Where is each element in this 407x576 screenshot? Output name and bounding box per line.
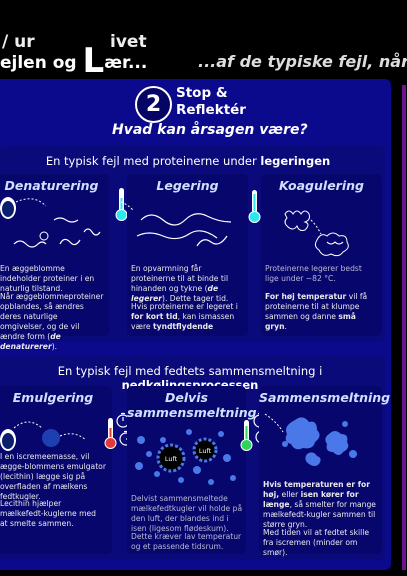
card-koagulering: Koagulering Proteinerne legerer bedst li… [261,174,382,336]
thermometer-cyan-icon [115,188,128,221]
card-title: Legering [156,178,219,193]
text-part: ). Dette tager tid. [161,294,229,303]
section1-heading: En typisk fejl med proteinerne under leg… [8,154,368,168]
card-text-2: Når æggeblommeproteiner opblandes, så æn… [0,292,104,352]
thermometer-green-icon [240,420,253,451]
tagline: ...af de typiske fejl, når d [198,52,407,71]
title-line1-right: ivet [110,32,147,52]
air-label: Luft [165,455,178,463]
card-text-2: Lecithin hjælper mælkefedt-kuglerne med … [0,499,97,528]
text-bold: Hvis temperaturen er for høj, [263,480,371,499]
card-text-1: En æggeblomme indeholder proteiner i en … [0,264,95,293]
text-part: , kan ismassen være [131,312,235,331]
section2-heading-text: En typisk fejl med fedtets sammensmeltni… [57,364,323,378]
text-part: , så smelter for mange mælkefedt-kugler … [263,500,376,529]
step-number: 2 [145,92,162,117]
section1-heading-text: En typisk fejl med proteinerne under [45,154,261,168]
title-big-letter: L [82,41,105,81]
card-text-1: Delvist sammensmeltede mælkefedtkugler v… [131,494,243,533]
text-part: En opvarmning får proteinerne til at bin… [131,264,229,293]
air-label: Luft [199,447,212,455]
card-title: Delvis sammensmeltning [127,390,257,420]
card-text-2: Dette kræver lav temperatur og et passen… [131,532,242,551]
step-title-line1: Stop & [176,85,228,101]
text-bold: isen kører for længe [263,490,359,509]
text-emphasis: de legerer [131,284,219,303]
step-subtitle: Hvad kan årsagen være? [112,122,308,138]
card-text-2: Hvis proteinerne er legeret i for kort t… [131,302,245,332]
thermometer-red-icon [104,418,117,449]
card-text-1: I en iscremeemasse, vil ægge-blommens em… [0,452,106,501]
card-sammensmeltning: Sammensmeltning Hvis temperaturen er for… [259,386,391,557]
card-title-line2: sammensmeltning [127,405,257,420]
fat-globules-illustration: Luft Luft [135,429,236,485]
card-denaturering: Denaturering En æggeblomme indeholder pr… [0,174,109,351]
title-line2-text: ejlen og [0,53,77,73]
card-title-line1: Delvis [164,390,208,405]
card-emulgering: Emulgering I en iscremeemasse, vil ægge-… [0,386,112,554]
clump-illustration [284,210,349,257]
card-text-1: Proteinerne legerer bedst lige under ~82… [265,264,362,283]
step-number-badge: 2 [135,86,172,123]
card-text-1: Hvis temperaturen er for høj, eller isen… [263,480,379,530]
protein-illustration [0,197,101,248]
side-strip [402,85,406,570]
card-text-1: En opvarmning får proteinerne til at bin… [131,264,245,304]
card-title: Sammensmeltning [259,390,391,405]
text-part: Når æggeblommeproteiner opblandes, så æn… [0,292,104,341]
text-part: eller [279,490,301,499]
protein-chains-illustration [120,201,232,247]
card-text-2: Med tiden vil at fedtet skille fra iscre… [263,528,369,557]
text-bold: For høj temperatur [265,292,347,301]
card-title: Koagulering [279,178,364,193]
card-text-2: For høj temperatur vil få proteinerne ti… [265,292,377,332]
thermometer-cyan-icon [248,190,261,223]
card-title: Emulgering [12,390,94,405]
section1-heading-bold: legeringen [260,154,331,168]
text-bold: tyndtflydende [153,322,214,331]
title-line1: / ur [2,32,35,52]
text-part: . [284,322,287,331]
text-part: vil få proteinerne til at klumpe sammen … [265,292,368,321]
merged-fat-illustration [264,413,357,466]
card-delvis-sammensmeltning: Delvis sammensmeltning Luft Luft Delvist… [127,386,257,554]
card-title: Denaturering [4,178,99,193]
text-bold: for kort tid [131,312,178,321]
title-line2: ejlen og Lær... [0,44,148,78]
text-part: ). [51,342,58,351]
emulsion-illustration [0,421,87,451]
step-title-line2: Reflektér [176,102,246,118]
text-emphasis: de denaturerer [0,332,61,351]
poster-title: / ur ivet ejlen og Lær... [0,30,160,78]
text-bold: små gryn [265,312,356,331]
card-legering: Legering En opvarmning får proteinerne t… [120,174,248,336]
step-title: Stop & Reflektér [176,85,246,119]
text-part: Hvis proteinerne er legeret i [131,302,238,311]
title-line2-end: ær... [104,53,148,73]
